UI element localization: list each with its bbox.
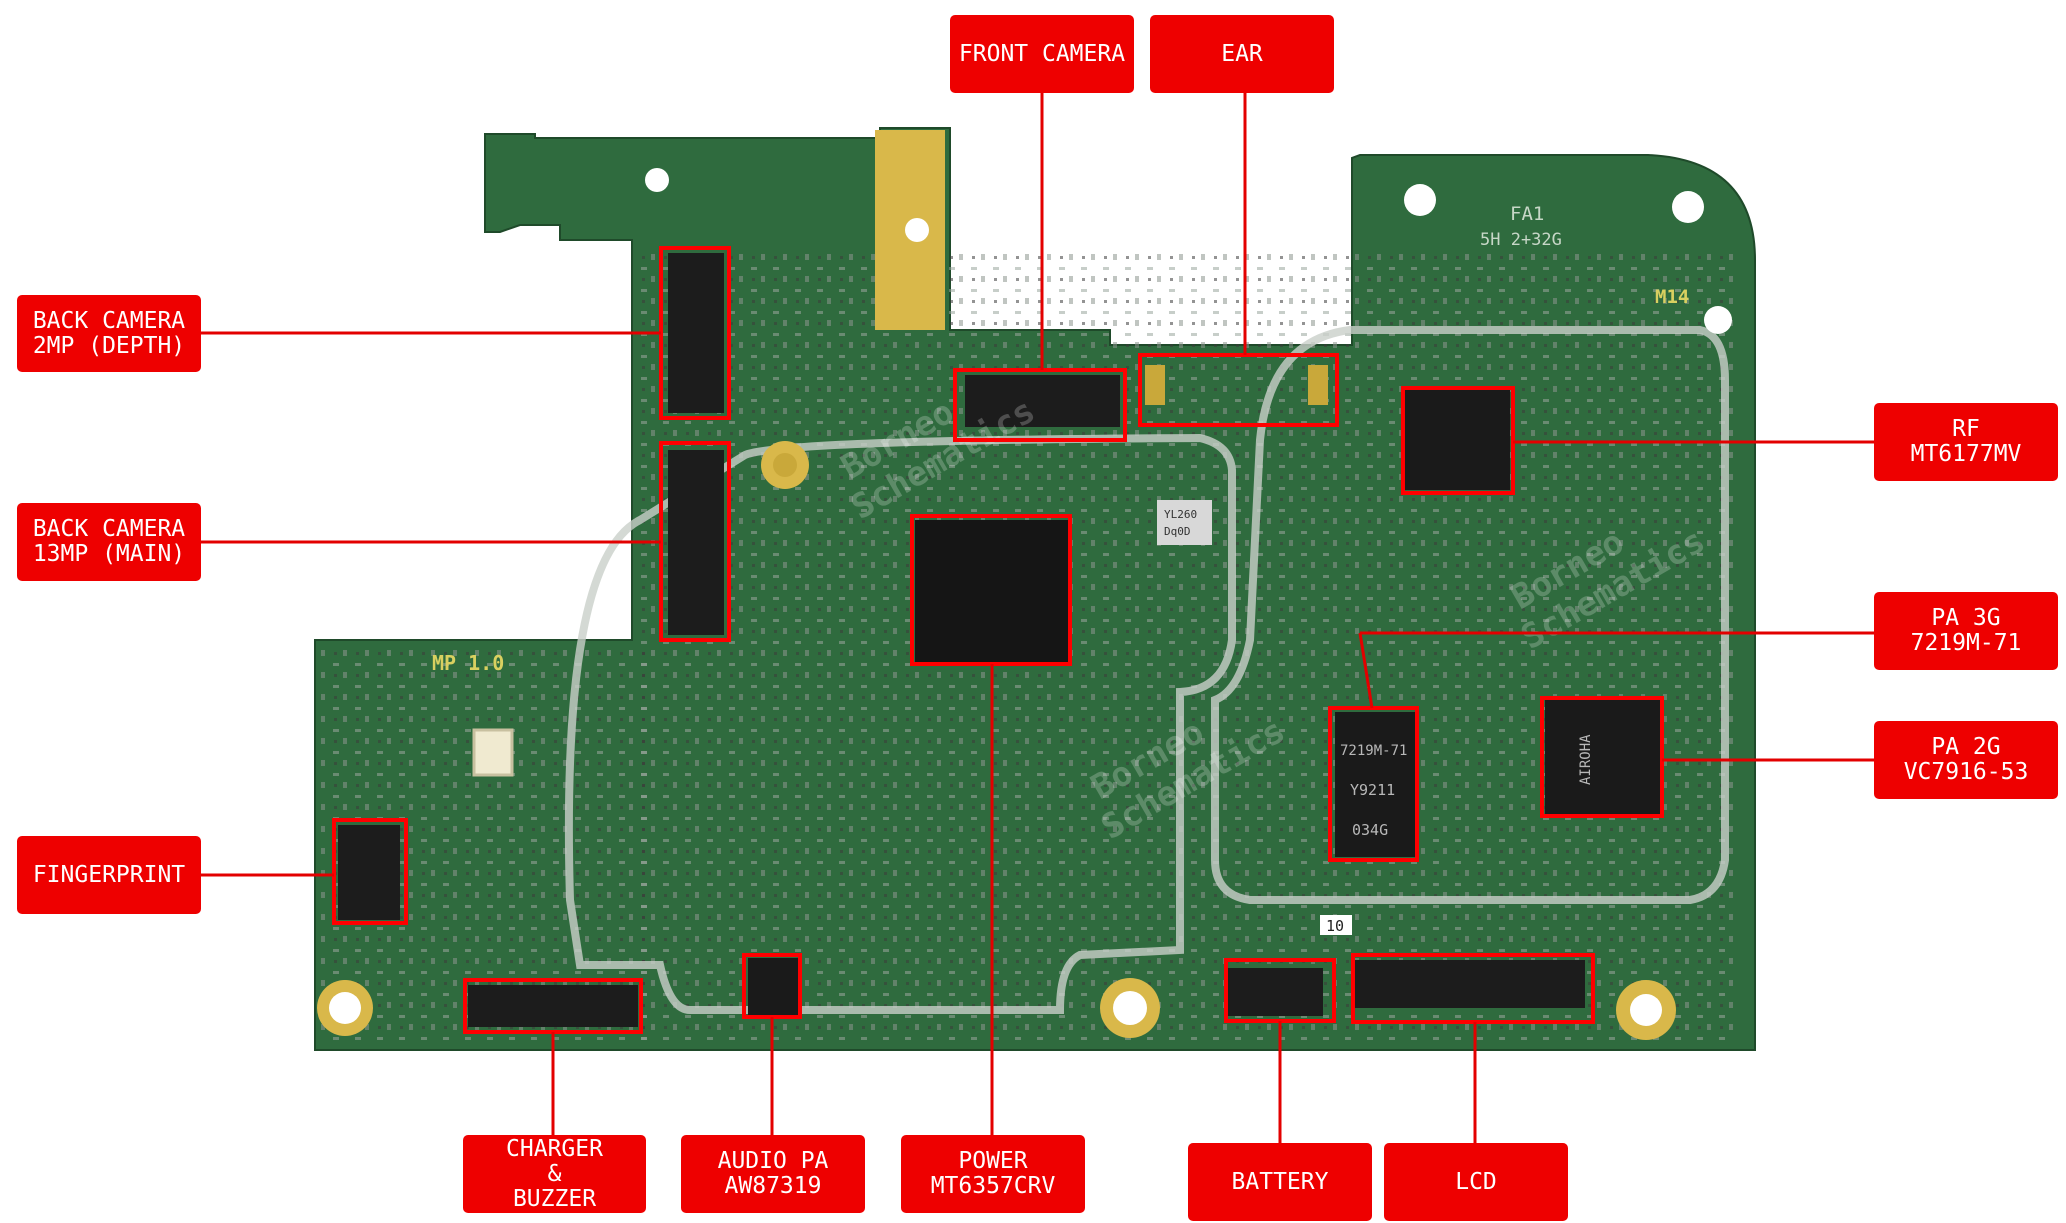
audio-pa-ic xyxy=(748,958,798,1015)
shield-right xyxy=(1211,326,1729,904)
crystal-marking: YL260 xyxy=(1164,508,1197,521)
box-lcd xyxy=(1351,953,1595,1024)
leader-pa-3g-v xyxy=(1358,632,1374,709)
shield-left xyxy=(564,433,1236,1014)
pa-3g-ic xyxy=(1335,712,1415,857)
label-ear: EAR xyxy=(1150,15,1334,93)
pa2g-chip-marking: AIROHA xyxy=(1578,734,1594,785)
label-back-camera-depth: BACK CAMERA 2MP (DEPTH) xyxy=(17,295,201,372)
label-lcd: LCD xyxy=(1384,1143,1568,1221)
ear-contact-right xyxy=(1308,365,1328,405)
label-audio-pa: AUDIO PA AW87319 xyxy=(681,1135,865,1213)
box-front-cam xyxy=(953,368,1127,442)
label-fingerprint: FINGERPRINT xyxy=(17,836,201,914)
test-point-label: 10 xyxy=(1326,917,1344,935)
charger-connector xyxy=(468,985,638,1027)
back-cam-13mp-connector xyxy=(668,450,724,635)
box-pa-3g xyxy=(1328,706,1419,862)
rf-ic xyxy=(1405,390,1510,490)
label-power: POWER MT6357CRV xyxy=(901,1135,1085,1213)
crystal-marking-2: Dq0D xyxy=(1164,525,1191,538)
board-code: M14 xyxy=(1655,286,1689,308)
pa3g-chip-marking: 7219M-71 xyxy=(1340,743,1407,759)
crystal xyxy=(1157,500,1212,545)
lcd-connector xyxy=(1355,960,1585,1008)
label-battery: BATTERY xyxy=(1188,1143,1372,1221)
label-charger-buzzer: CHARGER & BUZZER xyxy=(463,1135,646,1213)
led xyxy=(472,728,514,777)
box-ear xyxy=(1138,353,1339,427)
power-ic xyxy=(915,520,1070,665)
ear-contact-left xyxy=(1145,365,1165,405)
box-fingerprint xyxy=(332,818,408,925)
label-pa-3g: PA 3G 7219M-71 xyxy=(1874,592,2058,670)
pa-2g-ic xyxy=(1545,700,1660,815)
box-pa-2g xyxy=(1540,696,1664,818)
battery-connector xyxy=(1228,968,1323,1016)
pa3g-chip-marking-3: 034G xyxy=(1352,821,1388,839)
label-front-camera: FRONT CAMERA xyxy=(950,15,1134,93)
back-cam-2mp-connector xyxy=(668,253,724,413)
front-cam-connector xyxy=(965,375,1120,427)
label-back-camera-main: BACK CAMERA 13MP (MAIN) xyxy=(17,503,201,581)
fingerprint-connector xyxy=(338,825,400,920)
board-model: FA1 xyxy=(1510,203,1544,225)
board-revision: MP 1.0 xyxy=(432,651,504,675)
pa3g-chip-marking-2: Y9211 xyxy=(1350,781,1395,799)
board-memory: 5H 2+32G xyxy=(1480,230,1562,250)
label-rf: RF MT6177MV xyxy=(1874,403,2058,481)
label-pa-2g: PA 2G VC7916-53 xyxy=(1874,721,2058,799)
